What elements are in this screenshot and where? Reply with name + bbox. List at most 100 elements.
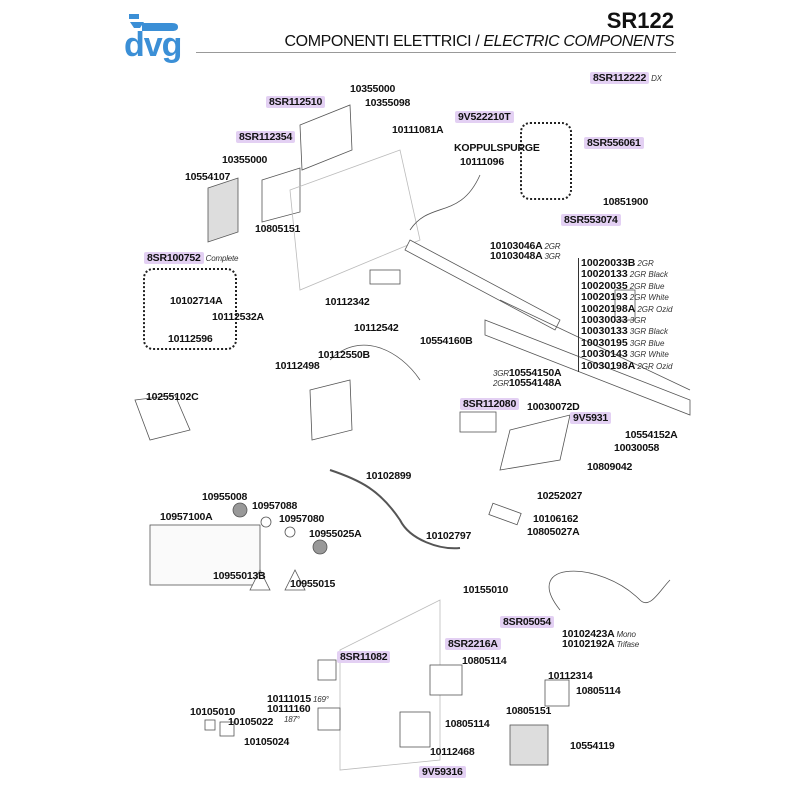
pulse-purge-group-box: [520, 122, 572, 200]
part-label[interactable]: 10355000: [222, 154, 268, 166]
part-label[interactable]: 10112342: [325, 296, 370, 308]
memory-card: [134, 394, 191, 441]
small-module: [369, 269, 401, 285]
part-label[interactable]: 10030058: [614, 442, 660, 454]
part-label[interactable]: 10809042: [587, 461, 633, 473]
part-label[interactable]: 10554119: [570, 740, 615, 752]
part-label[interactable]: 10554160B: [420, 335, 473, 347]
part-label[interactable]: 10957088: [252, 500, 298, 512]
frame-panel: [289, 149, 421, 291]
part-label[interactable]: 10805151: [506, 705, 552, 717]
part-label[interactable]: 10955008: [202, 491, 248, 503]
part-label[interactable]: 10805151: [255, 223, 301, 235]
part-label[interactable]: 8SR11082: [337, 651, 391, 663]
part-label[interactable]: 9V5931: [570, 412, 612, 424]
header-divider: [196, 52, 676, 53]
control-board-upper: [299, 104, 353, 171]
part-label[interactable]: 10355098: [365, 97, 411, 109]
part-label[interactable]: 10805114: [462, 655, 507, 667]
part-label[interactable]: 10112468: [430, 746, 475, 758]
part-label[interactable]: 10112542: [354, 322, 399, 334]
mains-cable: [548, 570, 671, 611]
part-label[interactable]: 10805027A: [527, 526, 580, 538]
part-label[interactable]: 10105024: [244, 736, 290, 748]
warning-triangle-2: [284, 569, 306, 591]
part-label[interactable]: 10111096: [460, 156, 504, 168]
part-label[interactable]: 10112596: [168, 333, 213, 345]
part-label[interactable]: 10554107: [185, 171, 231, 183]
part-label[interactable]: 10030072D: [527, 401, 580, 413]
label-icon-2: [284, 526, 296, 538]
part-label[interactable]: KOPPULSPURGE: [454, 142, 540, 154]
part-label[interactable]: 10112550B: [318, 349, 370, 361]
part-label[interactable]: 10955013B: [213, 570, 266, 582]
part-label[interactable]: 10111081A: [392, 124, 444, 136]
part-label[interactable]: 9V522210T: [455, 111, 514, 123]
part-label[interactable]: 10252027: [537, 490, 583, 502]
title-separator: /: [471, 33, 484, 50]
part-label[interactable]: 10957100A: [160, 511, 213, 523]
transformer: [317, 659, 337, 681]
ribbon-cable: [329, 344, 421, 381]
part-label[interactable]: 9V59316: [419, 766, 466, 778]
power-module: [509, 724, 549, 766]
part-label[interactable]: 10851900: [603, 196, 649, 208]
page-subtitle: COMPONENTI ELETTRICI / ELECTRIC COMPONEN…: [285, 33, 675, 51]
part-label[interactable]: 8SR553074: [561, 214, 621, 226]
version-code[interactable]: 8SR112222: [590, 72, 650, 84]
part-label[interactable]: 8SR2216A: [445, 638, 501, 650]
part-label[interactable]: 10106162: [533, 513, 579, 525]
rail-lower: [484, 319, 691, 416]
thermostat: [317, 707, 341, 731]
warning-triangle-1: [249, 569, 271, 591]
relay-1: [429, 664, 463, 696]
part-label[interactable]: 10955025A: [309, 528, 362, 540]
title-english: ELECTRIC COMPONENTS: [483, 33, 674, 50]
part-label[interactable]: 10102797: [426, 530, 472, 542]
part-label[interactable]: 8SR112354: [236, 131, 296, 143]
part-label[interactable]: 10105010: [190, 706, 236, 718]
part-label[interactable]: 10102714A: [170, 295, 223, 307]
part-label[interactable]: 10112314: [548, 670, 593, 682]
part-label[interactable]: 10355000: [350, 83, 396, 95]
part-label[interactable]: 10955015: [290, 578, 336, 590]
part-label[interactable]: 2GR10554148A: [493, 377, 562, 389]
part-label[interactable]: 10111160: [267, 703, 311, 715]
power-supply-unit: [207, 177, 239, 243]
part-label[interactable]: 10957080: [279, 513, 325, 525]
control-board-lower: [261, 167, 301, 223]
part-label[interactable]: 3GR10554150A: [493, 367, 562, 379]
part-label[interactable]: 10112498: [275, 360, 320, 372]
part-label[interactable]: 8SR556061: [584, 137, 644, 149]
part-label[interactable]: 10554152A: [625, 429, 678, 441]
part-label[interactable]: 8SR05054: [500, 616, 555, 628]
part-label[interactable]: 10805114: [576, 685, 621, 697]
part-label[interactable]: 10155010: [463, 584, 509, 596]
label-icon-earth: [312, 539, 328, 555]
part-label[interactable]: 10805114: [445, 718, 490, 730]
part-label[interactable]: 10112532A: [212, 311, 264, 323]
part-label[interactable]: 10105022: [228, 716, 274, 728]
part-label[interactable]: 8SR112510: [266, 96, 326, 108]
part-label[interactable]: 10102899: [366, 470, 412, 482]
part-label[interactable]: 8SR112080: [460, 398, 520, 410]
part-label[interactable]: 10255102C: [146, 391, 199, 403]
